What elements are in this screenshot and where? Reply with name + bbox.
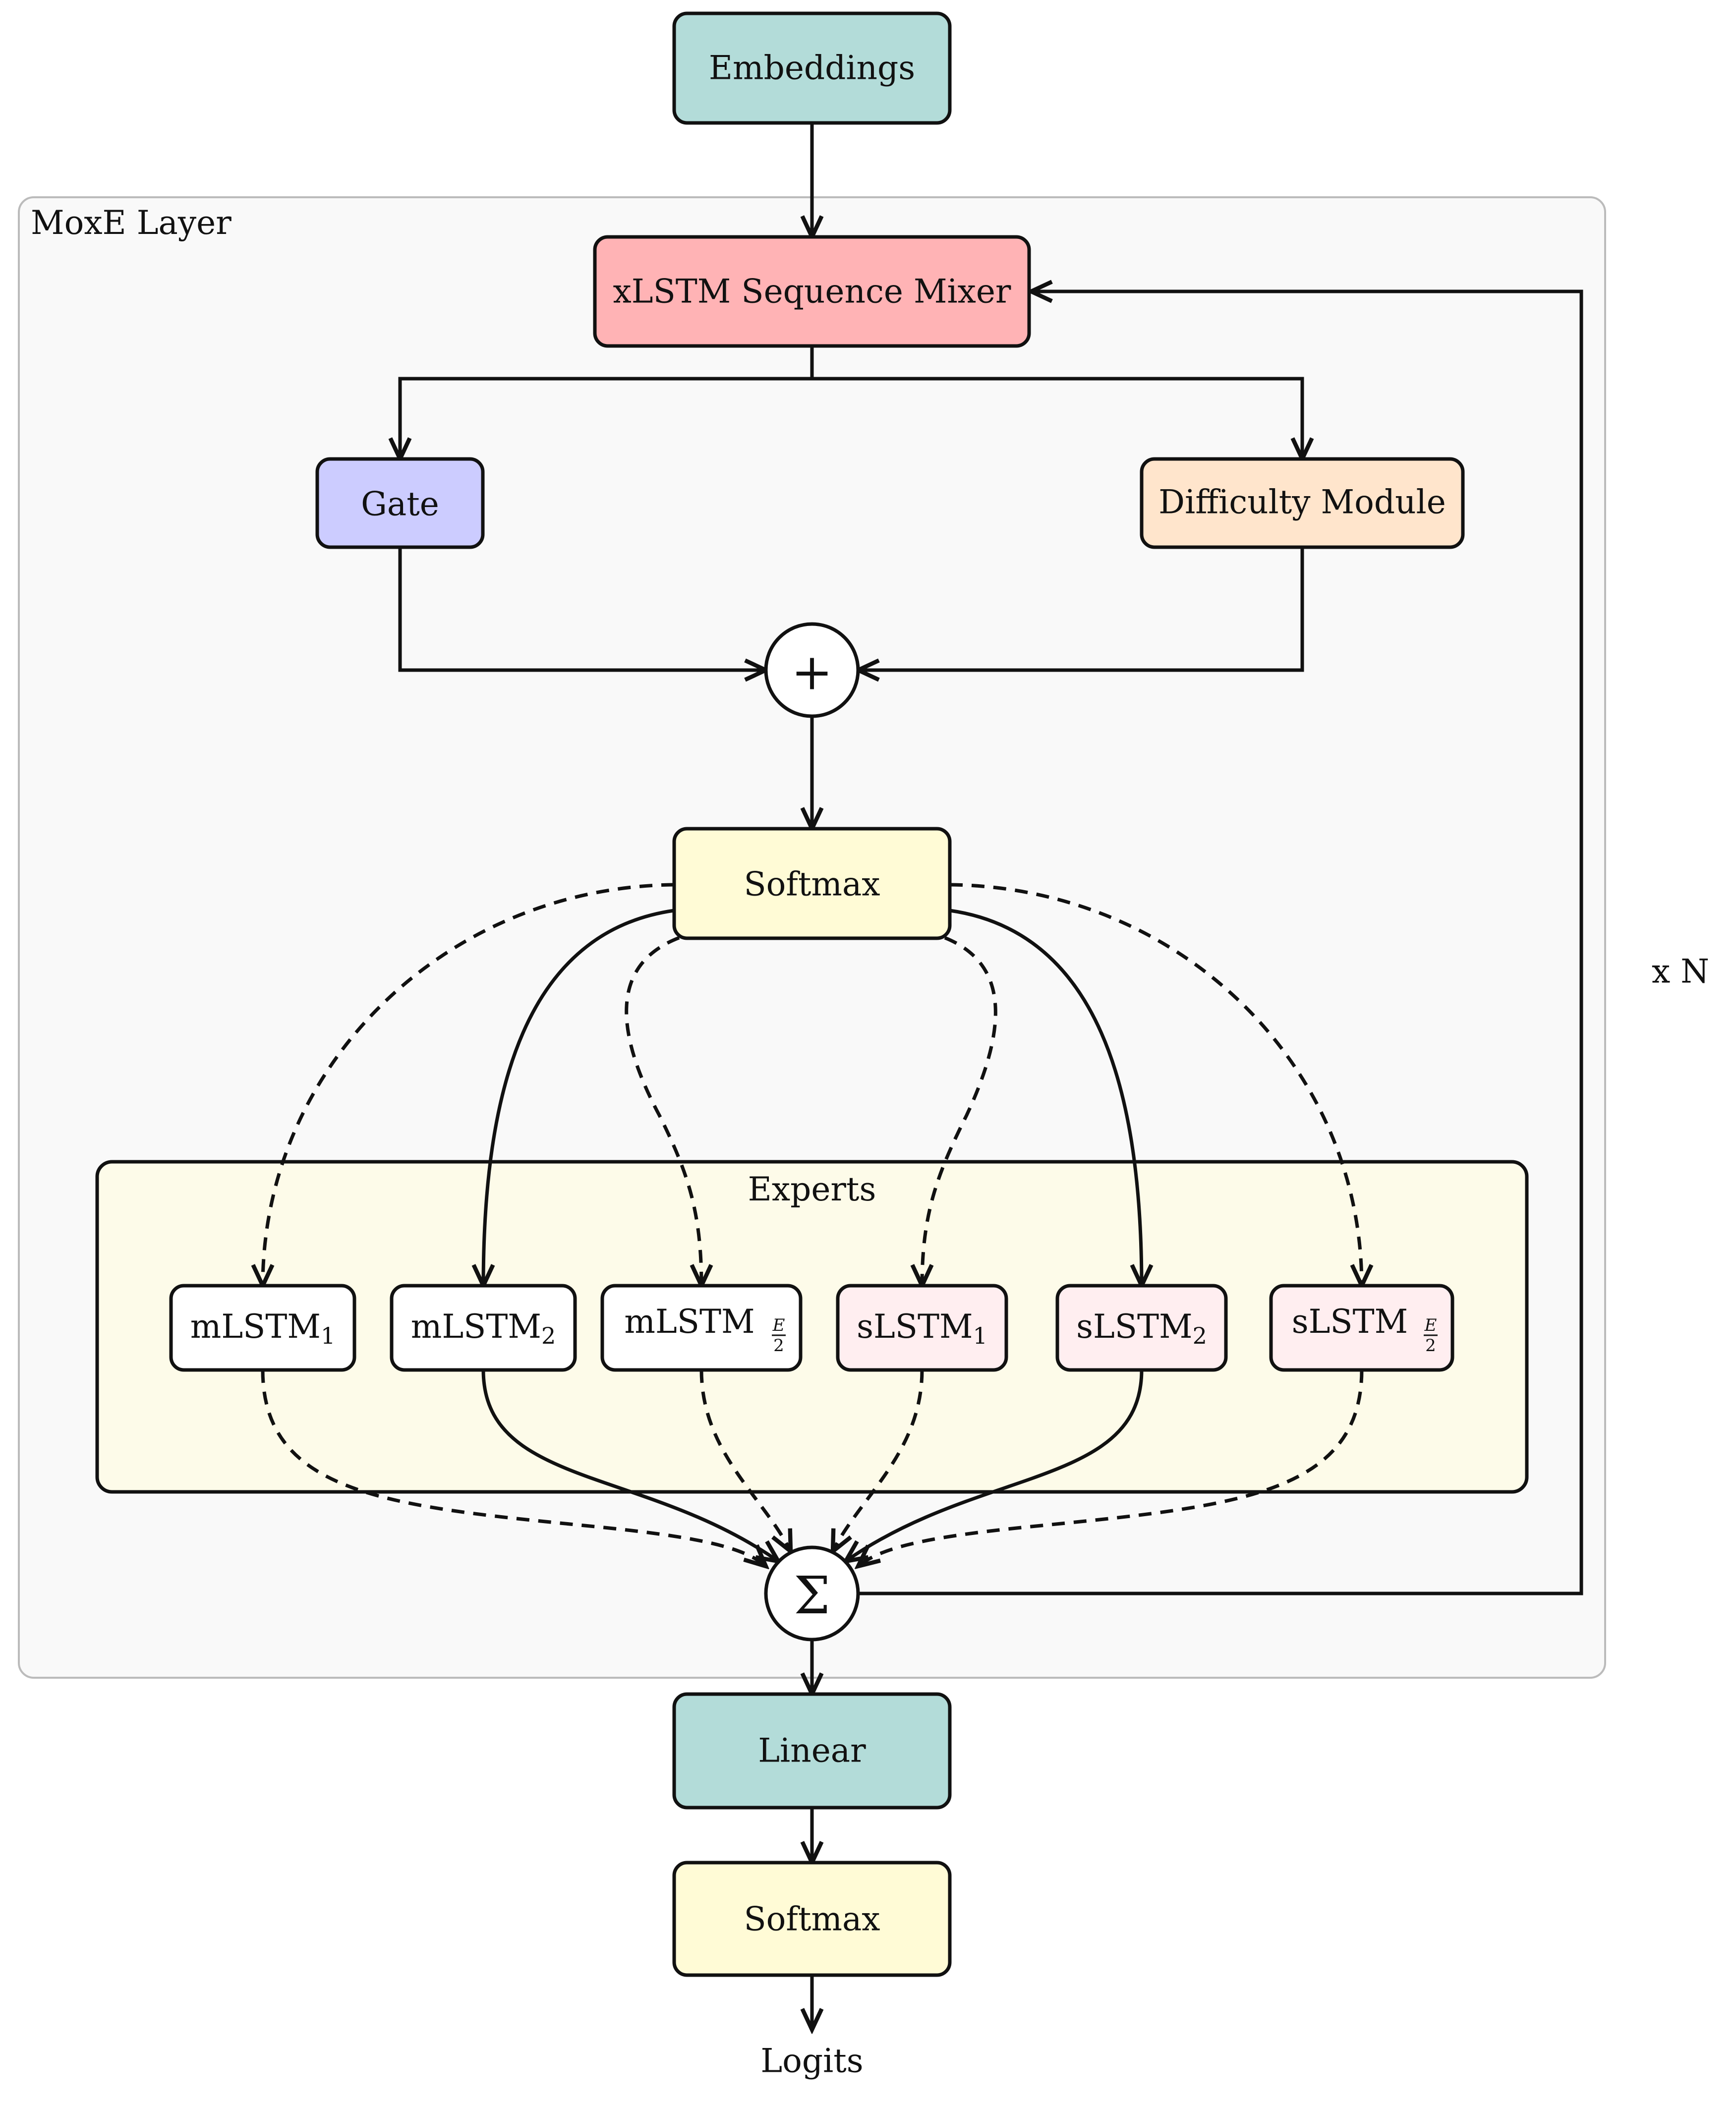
expert-label-frac-numerator: E <box>772 1315 785 1335</box>
expert-label-base: mLSTM <box>411 1307 541 1346</box>
expert-label: sLSTM <box>1292 1303 1408 1341</box>
expert-box <box>600 1284 803 1372</box>
node-gate-box <box>315 457 485 549</box>
node-linear: Linear <box>672 1692 952 1810</box>
expert-node-4: sLSTM1 <box>836 1284 1008 1372</box>
node-gate-label: Gate <box>361 485 439 523</box>
edge-mixer-to-gate <box>400 346 814 459</box>
repeat-label: x N <box>1652 953 1709 991</box>
edge-softmax-to-expert-3 <box>625 936 701 1286</box>
node-softmax-top-label: Softmax <box>744 865 880 904</box>
expert-node-5: sLSTM2 <box>1055 1284 1228 1372</box>
node-plus: + <box>764 622 860 718</box>
edge-softmax-to-expert-5 <box>949 909 1142 1286</box>
node-plus-circle <box>764 622 860 718</box>
experts-label: Experts <box>748 1170 876 1208</box>
node-embeddings: Embeddings <box>672 11 952 125</box>
edge-expert-1-to-sum <box>261 1369 766 1566</box>
node-embeddings-box <box>672 11 952 125</box>
edge-softmax-to-expert-4 <box>922 936 997 1286</box>
expert-node-1: mLSTM1 <box>169 1284 356 1372</box>
node-sum-label: Σ <box>794 1565 830 1626</box>
node-softmax-top-box <box>672 827 952 940</box>
edge-expert-5-to-sum <box>846 1369 1144 1561</box>
node-plus-label: + <box>791 643 833 701</box>
node-difficulty-module: Difficulty Module <box>1140 457 1465 549</box>
node-sum: Σ <box>764 1545 860 1642</box>
expert-label-subscript: 2 <box>1193 1322 1207 1349</box>
edge-expert-4-to-sum <box>833 1369 924 1551</box>
expert-box <box>390 1284 577 1372</box>
node-linear-label: Linear <box>758 1732 866 1770</box>
node-softmax-bottom-box <box>672 1861 952 1977</box>
node-difficulty-label: Difficulty Module <box>1158 483 1446 521</box>
node-sum-circle <box>764 1545 860 1642</box>
expert-label: mLSTM2 <box>411 1307 556 1349</box>
expert-label-base: mLSTM <box>190 1307 321 1346</box>
expert-node-3: mLSTM E2 <box>600 1284 803 1372</box>
node-softmax-top: Softmax <box>672 827 952 940</box>
expert-label: mLSTM1 <box>190 1307 336 1349</box>
edge-difficulty-to-plus <box>858 547 1304 670</box>
expert-node-2: mLSTM2 <box>390 1284 577 1372</box>
edge-softmax-to-expert-2 <box>483 909 675 1286</box>
expert-label-base: mLSTM <box>624 1303 754 1341</box>
node-mixer-box <box>593 235 1031 348</box>
node-difficulty-box <box>1140 457 1465 549</box>
node-logits-label: Logits <box>760 2042 863 2080</box>
expert-label-frac-numerator: E <box>1424 1315 1437 1335</box>
node-xlstm-sequence-mixer: xLSTM Sequence Mixer <box>593 235 1031 348</box>
expert-label-base: sLSTM <box>1292 1303 1408 1341</box>
expert-label-frac-denominator: 2 <box>1425 1336 1436 1356</box>
edge-expert-6-to-sum <box>858 1369 1364 1566</box>
experts-container <box>95 1160 1529 1494</box>
edge-expert-2-to-sum <box>481 1369 778 1561</box>
moxe-layer-label: MoxE Layer <box>31 204 231 242</box>
node-softmax-bottom-label: Softmax <box>744 1900 880 1938</box>
expert-label: sLSTM2 <box>1076 1307 1207 1349</box>
expert-label: sLSTM1 <box>857 1307 987 1349</box>
expert-label-base: sLSTM <box>1076 1307 1193 1346</box>
expert-label: mLSTM <box>624 1303 754 1341</box>
expert-label-subscript: 2 <box>541 1322 556 1349</box>
node-linear-box <box>672 1692 952 1810</box>
expert-label-subscript: 1 <box>973 1322 987 1349</box>
node-gate: Gate <box>315 457 485 549</box>
expert-box <box>1055 1284 1228 1372</box>
node-embeddings-label: Embeddings <box>709 49 915 87</box>
expert-label-subscript: 1 <box>321 1322 335 1349</box>
expert-box <box>1269 1284 1454 1372</box>
expert-node-6: sLSTM E2 <box>1269 1284 1454 1372</box>
edge-expert-3-to-sum <box>699 1369 791 1551</box>
expert-box <box>836 1284 1008 1372</box>
node-softmax-bottom: Softmax <box>672 1861 952 1977</box>
expert-label-base: sLSTM <box>857 1307 973 1346</box>
expert-label-frac-denominator: 2 <box>773 1336 784 1356</box>
edge-softmax-to-expert-1 <box>263 883 675 1286</box>
expert-box <box>169 1284 356 1372</box>
edge-sum-loop-to-mixer <box>858 291 1583 1595</box>
edge-mixer-to-difficulty <box>812 377 1302 459</box>
edge-gate-to-plus <box>398 547 766 670</box>
node-mixer-label: xLSTM Sequence Mixer <box>613 273 1011 311</box>
